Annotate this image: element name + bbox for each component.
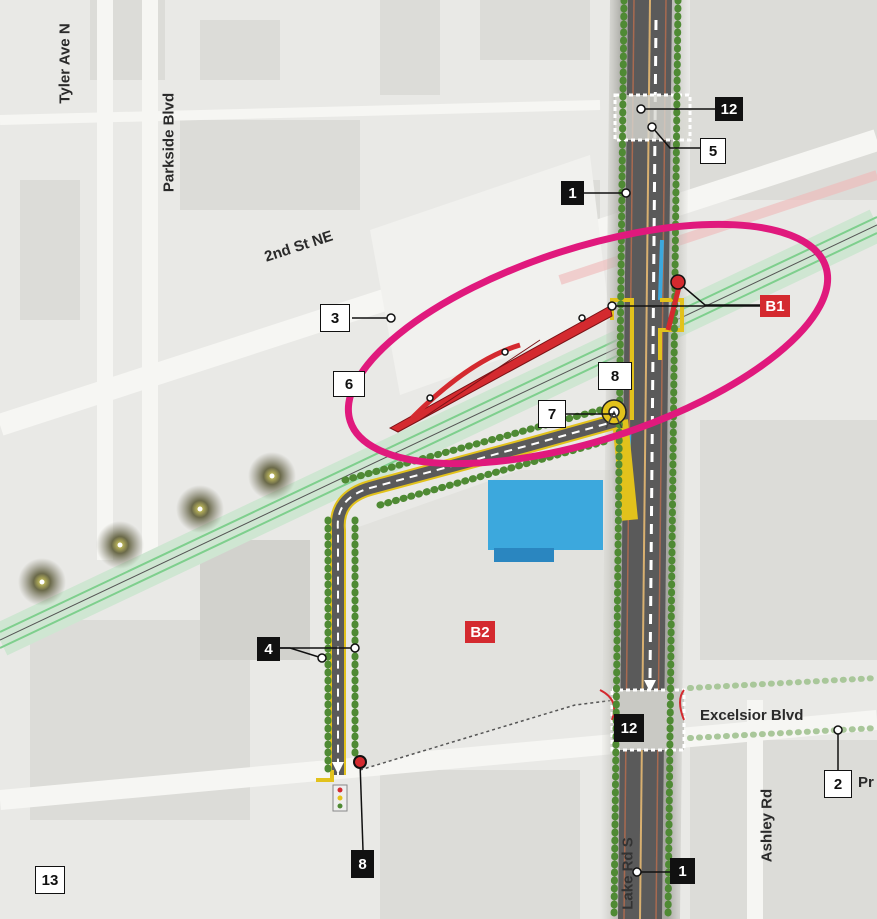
street-label-ashley: Ashley Rd xyxy=(758,788,776,863)
callout-12-bottom: 12 xyxy=(614,714,644,742)
leader-dots xyxy=(317,104,843,877)
callout-2: 2 xyxy=(824,770,852,798)
callout-13: 13 xyxy=(35,866,65,894)
highlight-ellipse xyxy=(344,220,832,468)
trail-loop xyxy=(316,298,684,782)
callout-8-top: 8 xyxy=(598,362,632,390)
callout-b2: B2 xyxy=(465,621,495,643)
traffic-signal-icon xyxy=(332,784,348,812)
b1-marker xyxy=(670,274,686,290)
callout-12-top: 12 xyxy=(715,97,743,121)
street-label-edge: Pr xyxy=(858,774,874,791)
callout-6: 6 xyxy=(333,371,365,397)
street-label-excelsior: Excelsior Blvd xyxy=(700,707,804,724)
background-blocks xyxy=(20,0,877,919)
callout-7: 7 xyxy=(538,400,566,428)
street-label-tyler-ave: Tyler Ave N xyxy=(56,23,74,104)
street-label-lake-rd: Lake Rd S xyxy=(619,837,637,910)
parcels xyxy=(350,155,616,771)
callout-3: 3 xyxy=(320,304,350,332)
callout-8-bottom: 8 xyxy=(351,850,374,878)
street-label-parkside: Parkside Blvd xyxy=(160,92,178,193)
callout-b1: B1 xyxy=(760,295,790,317)
callout-5: 5 xyxy=(700,138,726,164)
rail-trees xyxy=(18,452,296,606)
callout-4: 4 xyxy=(257,637,280,661)
leader-lines xyxy=(280,108,839,873)
platform xyxy=(388,282,683,433)
signal-marker xyxy=(353,755,367,769)
callout-1-bottom: 1 xyxy=(670,858,695,884)
callout-1-top: 1 xyxy=(561,181,584,205)
